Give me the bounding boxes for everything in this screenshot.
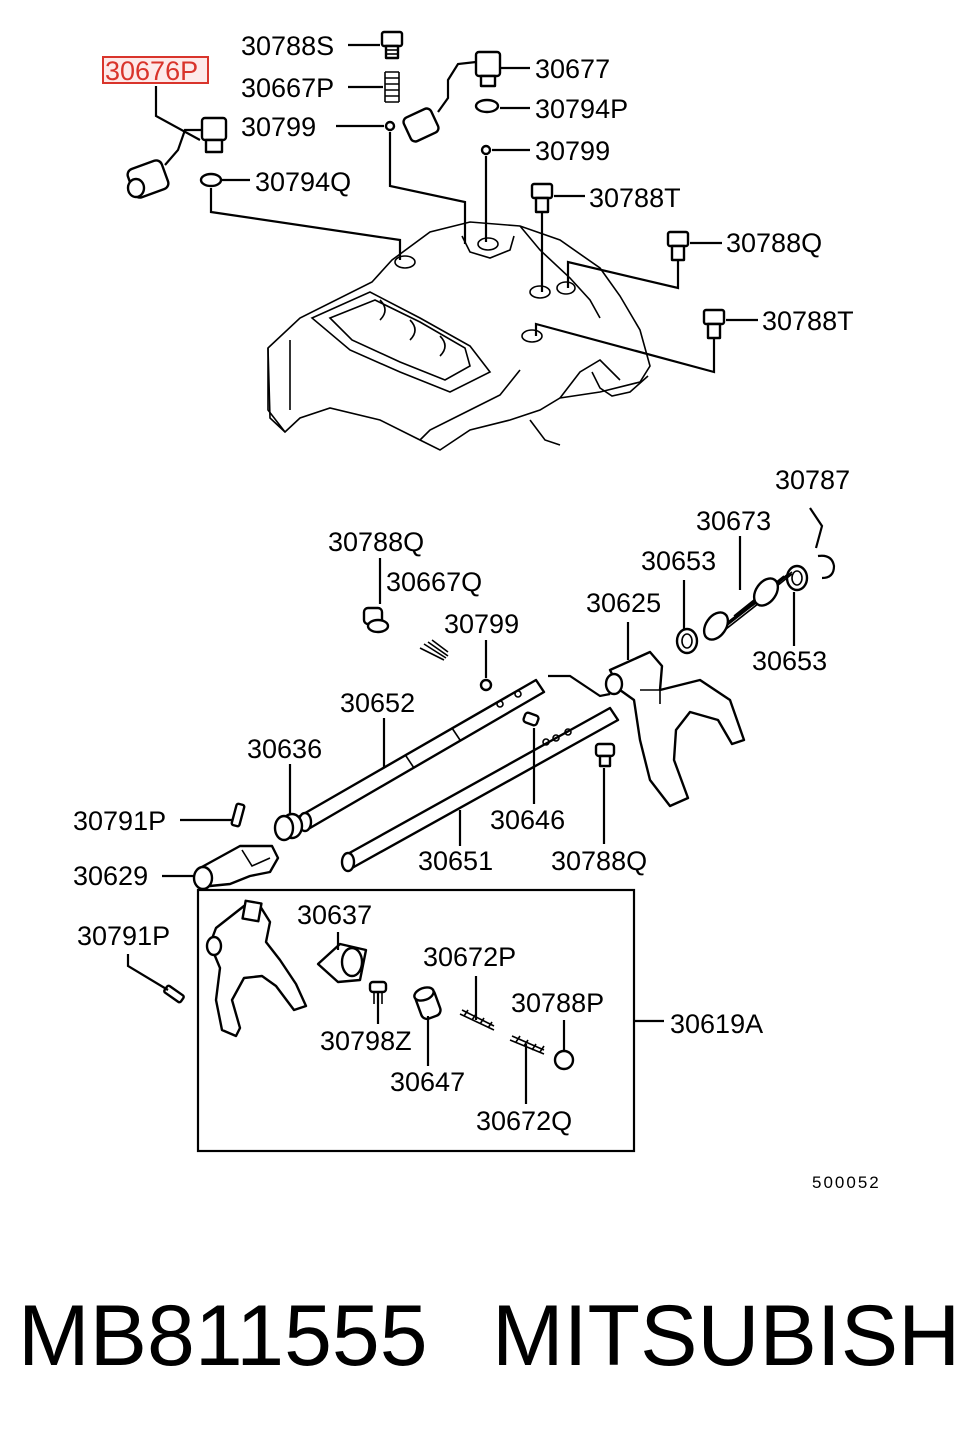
washer-30653-right-hole bbox=[791, 570, 803, 586]
top-leader-lines bbox=[154, 43, 758, 374]
label-30787: 30787 bbox=[775, 465, 850, 495]
footer-brand: MITSUBISHI bbox=[492, 1288, 960, 1384]
label-30672Q: 30672Q bbox=[476, 1106, 572, 1136]
switch-30676P-part bbox=[126, 116, 228, 199]
label-30653-right: 30653 bbox=[752, 646, 827, 676]
diagram-code: 500052 bbox=[812, 1173, 881, 1192]
plug-30788P-part bbox=[553, 1049, 575, 1071]
footer: MB811555 MITSUBISHI bbox=[18, 1288, 960, 1384]
label-30625: 30625 bbox=[586, 588, 661, 618]
spring-30667P-part bbox=[384, 71, 400, 103]
bolt-30788Q-upper-part bbox=[666, 230, 690, 262]
label-30647: 30647 bbox=[390, 1067, 465, 1097]
label-30676P-highlighted: 30676P bbox=[105, 56, 198, 86]
clip-30787-part bbox=[817, 554, 836, 580]
plug-30788Q-left-part bbox=[362, 606, 390, 634]
label-30636: 30636 bbox=[247, 734, 322, 764]
pin-30646-part bbox=[522, 711, 540, 727]
label-30667P: 30667P bbox=[241, 73, 334, 103]
plug-30788Q-middle-part bbox=[594, 742, 616, 768]
label-30788T-lower: 30788T bbox=[762, 306, 854, 336]
spring-30672P-part bbox=[459, 1009, 495, 1031]
label-30652: 30652 bbox=[340, 688, 415, 718]
label-30637: 30637 bbox=[297, 900, 372, 930]
label-30672P: 30672P bbox=[423, 942, 516, 972]
fork-30625-part bbox=[604, 650, 746, 808]
highlight-frame-30676P bbox=[102, 56, 209, 84]
pin-30791P-lower-part bbox=[163, 984, 185, 1004]
bolt-30788T-upper-part bbox=[530, 182, 554, 214]
pin-30791P-upper-part bbox=[230, 802, 246, 828]
label-30788Q-upper: 30788Q bbox=[726, 228, 822, 258]
label-30788Q-middle: 30788Q bbox=[551, 846, 647, 876]
plug-30788S-part bbox=[380, 30, 404, 60]
spring-30673-part bbox=[702, 571, 793, 641]
label-30788P: 30788P bbox=[511, 988, 604, 1018]
label-30619A: 30619A bbox=[670, 1009, 763, 1039]
switch-30677-part bbox=[402, 50, 502, 143]
label-30791P-upper: 30791P bbox=[73, 806, 166, 836]
pin-30647-part bbox=[413, 986, 442, 1021]
washer-30653-left-part bbox=[675, 627, 699, 655]
label-30673: 30673 bbox=[696, 506, 771, 536]
label-30794Q: 30794Q bbox=[255, 167, 351, 197]
footer-part-number: MB811555 bbox=[18, 1288, 428, 1384]
label-30653-left: 30653 bbox=[641, 546, 716, 576]
ball-30799-top-right bbox=[480, 144, 492, 156]
label-30788T-upper: 30788T bbox=[589, 183, 681, 213]
label-30799-top-right: 30799 bbox=[535, 136, 610, 166]
callout-labels: 30788S 30676P 30667P 30677 30794P 30799 … bbox=[73, 31, 881, 1192]
label-30788S: 30788S bbox=[241, 31, 334, 61]
gasket-30794P-part bbox=[474, 98, 500, 114]
washer-30653-left-hole bbox=[681, 633, 693, 649]
gasket-30794Q-part bbox=[199, 172, 223, 188]
block-30629-part bbox=[192, 844, 280, 891]
shaft-30651-part bbox=[340, 706, 620, 873]
label-30799-middle: 30799 bbox=[444, 609, 519, 639]
label-30677: 30677 bbox=[535, 54, 610, 84]
bolt-30788T-lower-part bbox=[702, 308, 726, 340]
label-30651: 30651 bbox=[418, 846, 493, 876]
bushing-30636-part bbox=[273, 812, 304, 842]
label-30798Z: 30798Z bbox=[320, 1026, 412, 1056]
label-30667Q: 30667Q bbox=[386, 567, 482, 597]
label-30788Q-left: 30788Q bbox=[328, 527, 424, 557]
transmission-case bbox=[267, 221, 651, 451]
ball-30799-top-left bbox=[384, 120, 396, 132]
washer-30653-right-part bbox=[785, 564, 809, 592]
guide-30637-part bbox=[316, 942, 368, 984]
bottom-leader-lines bbox=[126, 932, 664, 1104]
label-30794P: 30794P bbox=[535, 94, 628, 124]
ball-30799-middle bbox=[479, 678, 493, 692]
label-30791P-lower: 30791P bbox=[77, 921, 170, 951]
label-30646: 30646 bbox=[490, 805, 565, 835]
label-30629: 30629 bbox=[73, 861, 148, 891]
label-30799-top-left: 30799 bbox=[241, 112, 316, 142]
middle-leader-lines bbox=[162, 507, 824, 878]
fork-30619A-part bbox=[205, 899, 308, 1038]
spring-30667Q-part bbox=[419, 639, 449, 661]
